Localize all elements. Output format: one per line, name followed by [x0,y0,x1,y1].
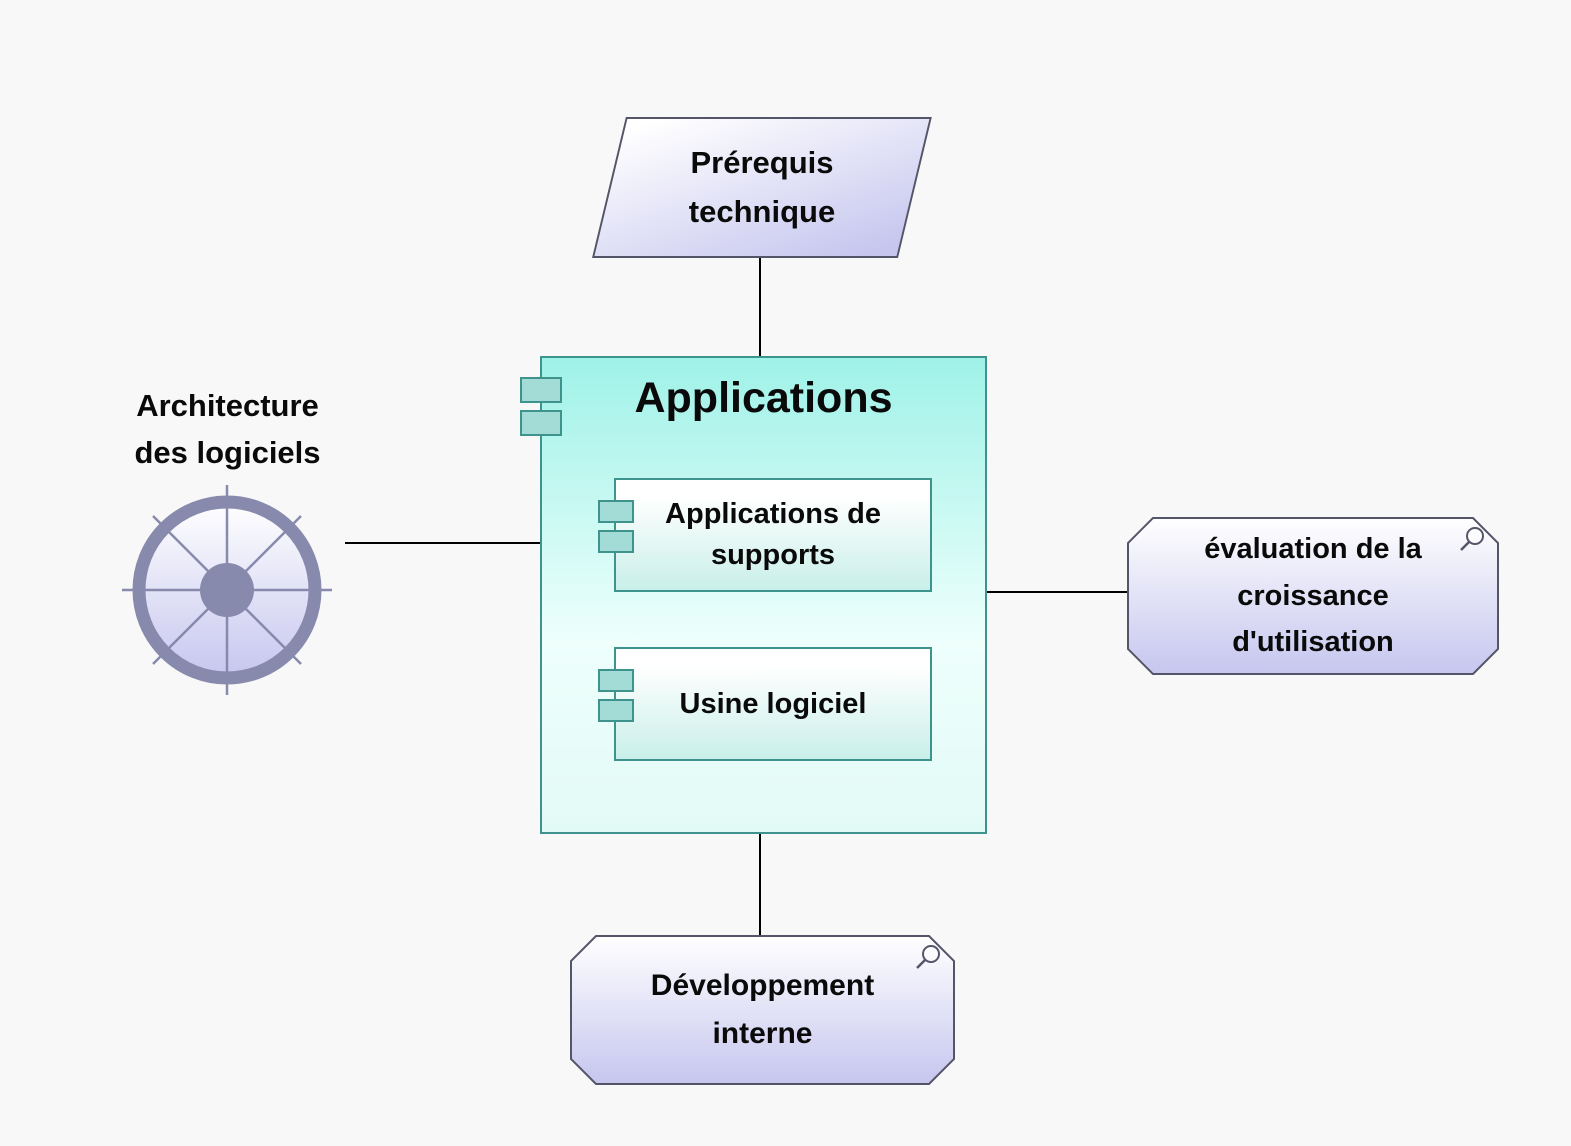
node-label: Usine logiciel [679,687,867,720]
component-tab-icon [598,699,634,722]
component-icon [598,500,634,560]
node-label: Prérequis technique [688,145,836,229]
node-developpement-interne[interactable]: Développement interne [570,935,955,1085]
component-tab-icon [598,500,634,523]
assignment-magnifier-icon[interactable] [911,943,943,975]
node-label: évaluation de la croissance d'utilisatio… [1204,533,1422,659]
node-label: Architecture des logiciels [134,388,321,470]
node-label: Développement interne [650,969,875,1050]
component-icon [598,669,634,729]
component-tab-icon [520,410,562,436]
component-tab-icon [520,377,562,403]
component-tab-icon [598,669,634,692]
wheel-icon[interactable] [120,483,335,698]
component-icon [520,377,562,447]
node-applications[interactable]: Applications Applications de supports Us… [520,356,987,834]
assignment-magnifier-icon[interactable] [1455,525,1487,557]
node-title: Applications [634,374,893,422]
octagon-shape [570,935,955,1085]
node-applications-de-supports[interactable]: Applications de supports [598,478,932,592]
node-usine-logiciel[interactable]: Usine logiciel [598,647,932,761]
node-evaluation-croissance[interactable]: évaluation de la croissance d'utilisatio… [1127,517,1499,675]
node-label: Applications de supports [665,498,881,571]
component-tab-icon [598,530,634,553]
node-prerequis-technique[interactable]: Prérequis technique [592,117,932,258]
node-architecture-des-logiciels[interactable]: Architecture des logiciels [75,383,380,718]
octagon-shape [1127,517,1499,675]
